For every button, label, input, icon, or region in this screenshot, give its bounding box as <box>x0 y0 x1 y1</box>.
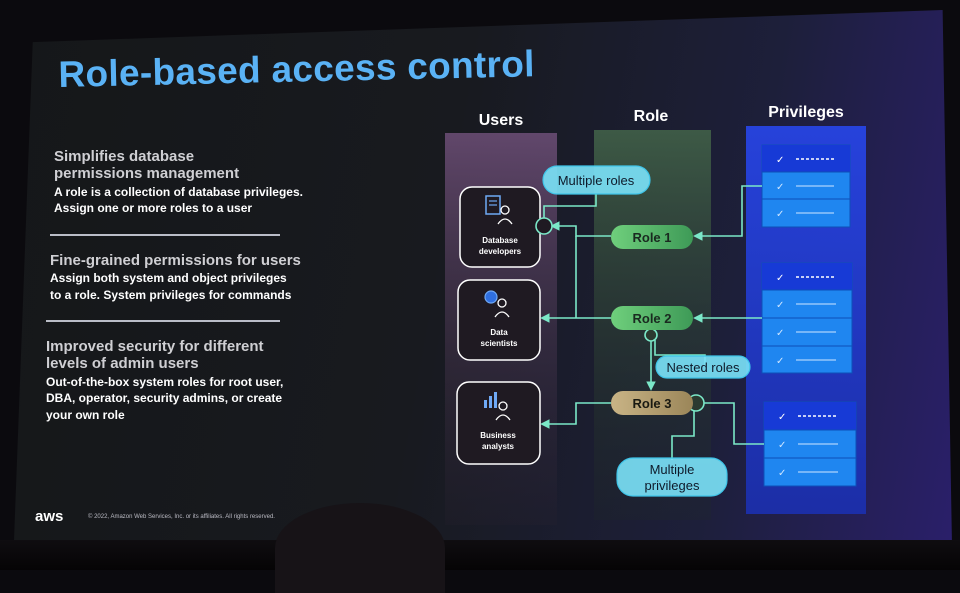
callout-text: privileges <box>645 478 700 493</box>
bullet-body: A role is a collection of database privi… <box>54 184 344 218</box>
bullet-improved-security: Improved security for different levels o… <box>46 338 346 424</box>
bullet-body-line: Assign both system and object privileges <box>50 271 287 286</box>
role-label: Role 1 <box>632 230 671 245</box>
user-label-line: Business <box>480 431 516 440</box>
audience-foreground <box>0 540 960 570</box>
junction-marker <box>644 328 658 342</box>
privilege-list-3: ✓ ✓ ✓ <box>763 401 857 487</box>
user-label-line: developers <box>479 247 522 256</box>
role-label: Role 2 <box>632 311 671 326</box>
bullet-divider <box>50 234 280 236</box>
bullet-heading: Improved security for different levels o… <box>46 338 346 373</box>
callout-multiple-roles: Multiple roles <box>542 165 651 195</box>
checkmark-icon: ✓ <box>776 273 784 284</box>
bullet-fine-grained: Fine-grained permissions for users Assig… <box>50 252 350 304</box>
bullet-simplifies: Simplifies database permissions manageme… <box>54 148 344 217</box>
role-pill-2: Role 2 <box>611 306 693 330</box>
user-label-line: Data <box>490 328 508 337</box>
user-label-line: analysts <box>482 442 515 451</box>
bullet-heading: Fine-grained permissions for users <box>50 252 350 269</box>
bullet-heading-line: Simplifies database <box>54 148 195 165</box>
business-analyst-icon <box>484 392 511 421</box>
role-header: Role <box>634 108 669 125</box>
aws-logo: aws <box>35 508 64 525</box>
bullet-body: Out-of-the-box system roles for root use… <box>46 374 346 424</box>
user-card-data-scientists: Data scientists <box>457 279 541 361</box>
checkmark-icon: ✓ <box>778 412 786 423</box>
callout-text: Multiple <box>650 462 695 477</box>
callout-text: Nested roles <box>667 360 740 375</box>
copyright-notice: © 2022, Amazon Web Services, Inc. or its… <box>88 514 275 520</box>
bullet-body-line: Assign one or more roles to a user <box>54 201 253 216</box>
user-label-line: Database <box>482 236 518 245</box>
checkmark-icon: ✓ <box>776 328 784 339</box>
developer-icon <box>485 195 513 225</box>
bullet-divider <box>46 320 280 322</box>
bullet-heading-line: Improved security for different <box>46 338 264 355</box>
callout-multiple-privileges: Multiple privileges <box>616 457 728 497</box>
user-label-line: scientists <box>481 339 518 348</box>
connector-lines <box>540 185 764 460</box>
role-pill-3: Role 3 <box>611 391 693 415</box>
bullet-heading-line: Fine-grained permissions for users <box>50 252 301 269</box>
checkmark-icon: ✓ <box>776 182 784 193</box>
bullet-body-line: DBA, operator, security admins, or creat… <box>46 391 283 406</box>
privilege-list-1: ✓ ✓ ✓ <box>761 144 851 228</box>
users-header: Users <box>479 112 524 129</box>
user-card-business-analysts: Business analysts <box>456 381 541 465</box>
bullet-body-line: A role is a collection of database privi… <box>54 184 303 199</box>
checkmark-icon: ✓ <box>776 209 784 220</box>
bullet-body-line: to a role. System privileges for command… <box>50 288 292 303</box>
user-card-database-developers: Database developers <box>459 186 541 268</box>
role-label: Role 3 <box>632 396 671 411</box>
checkmark-icon: ✓ <box>776 356 784 367</box>
bullet-heading-line: levels of admin users <box>46 355 199 373</box>
data-scientist-icon <box>484 290 510 318</box>
callout-text: Multiple roles <box>558 173 635 188</box>
bullet-body-line: Out-of-the-box system roles for root use… <box>46 374 284 389</box>
checkmark-icon: ✓ <box>778 440 786 451</box>
checkmark-icon: ✓ <box>776 300 784 311</box>
callout-nested-roles: Nested roles <box>655 355 751 379</box>
bullet-heading-line: permissions management <box>54 165 240 183</box>
bullet-heading: Simplifies database permissions manageme… <box>54 148 344 183</box>
bullet-body: Assign both system and object privileges… <box>50 270 350 304</box>
junction-marker <box>535 217 553 235</box>
rbac-diagram: Users Role Privileges Database developer… <box>445 104 866 525</box>
privileges-header: Privileges <box>768 104 844 121</box>
bullet-body-line: your own role <box>46 408 125 423</box>
role-pill-1: Role 1 <box>611 225 693 249</box>
privilege-list-2: ✓ ✓ ✓ ✓ <box>761 262 853 374</box>
checkmark-icon: ✓ <box>776 155 784 166</box>
checkmark-icon: ✓ <box>778 468 786 479</box>
